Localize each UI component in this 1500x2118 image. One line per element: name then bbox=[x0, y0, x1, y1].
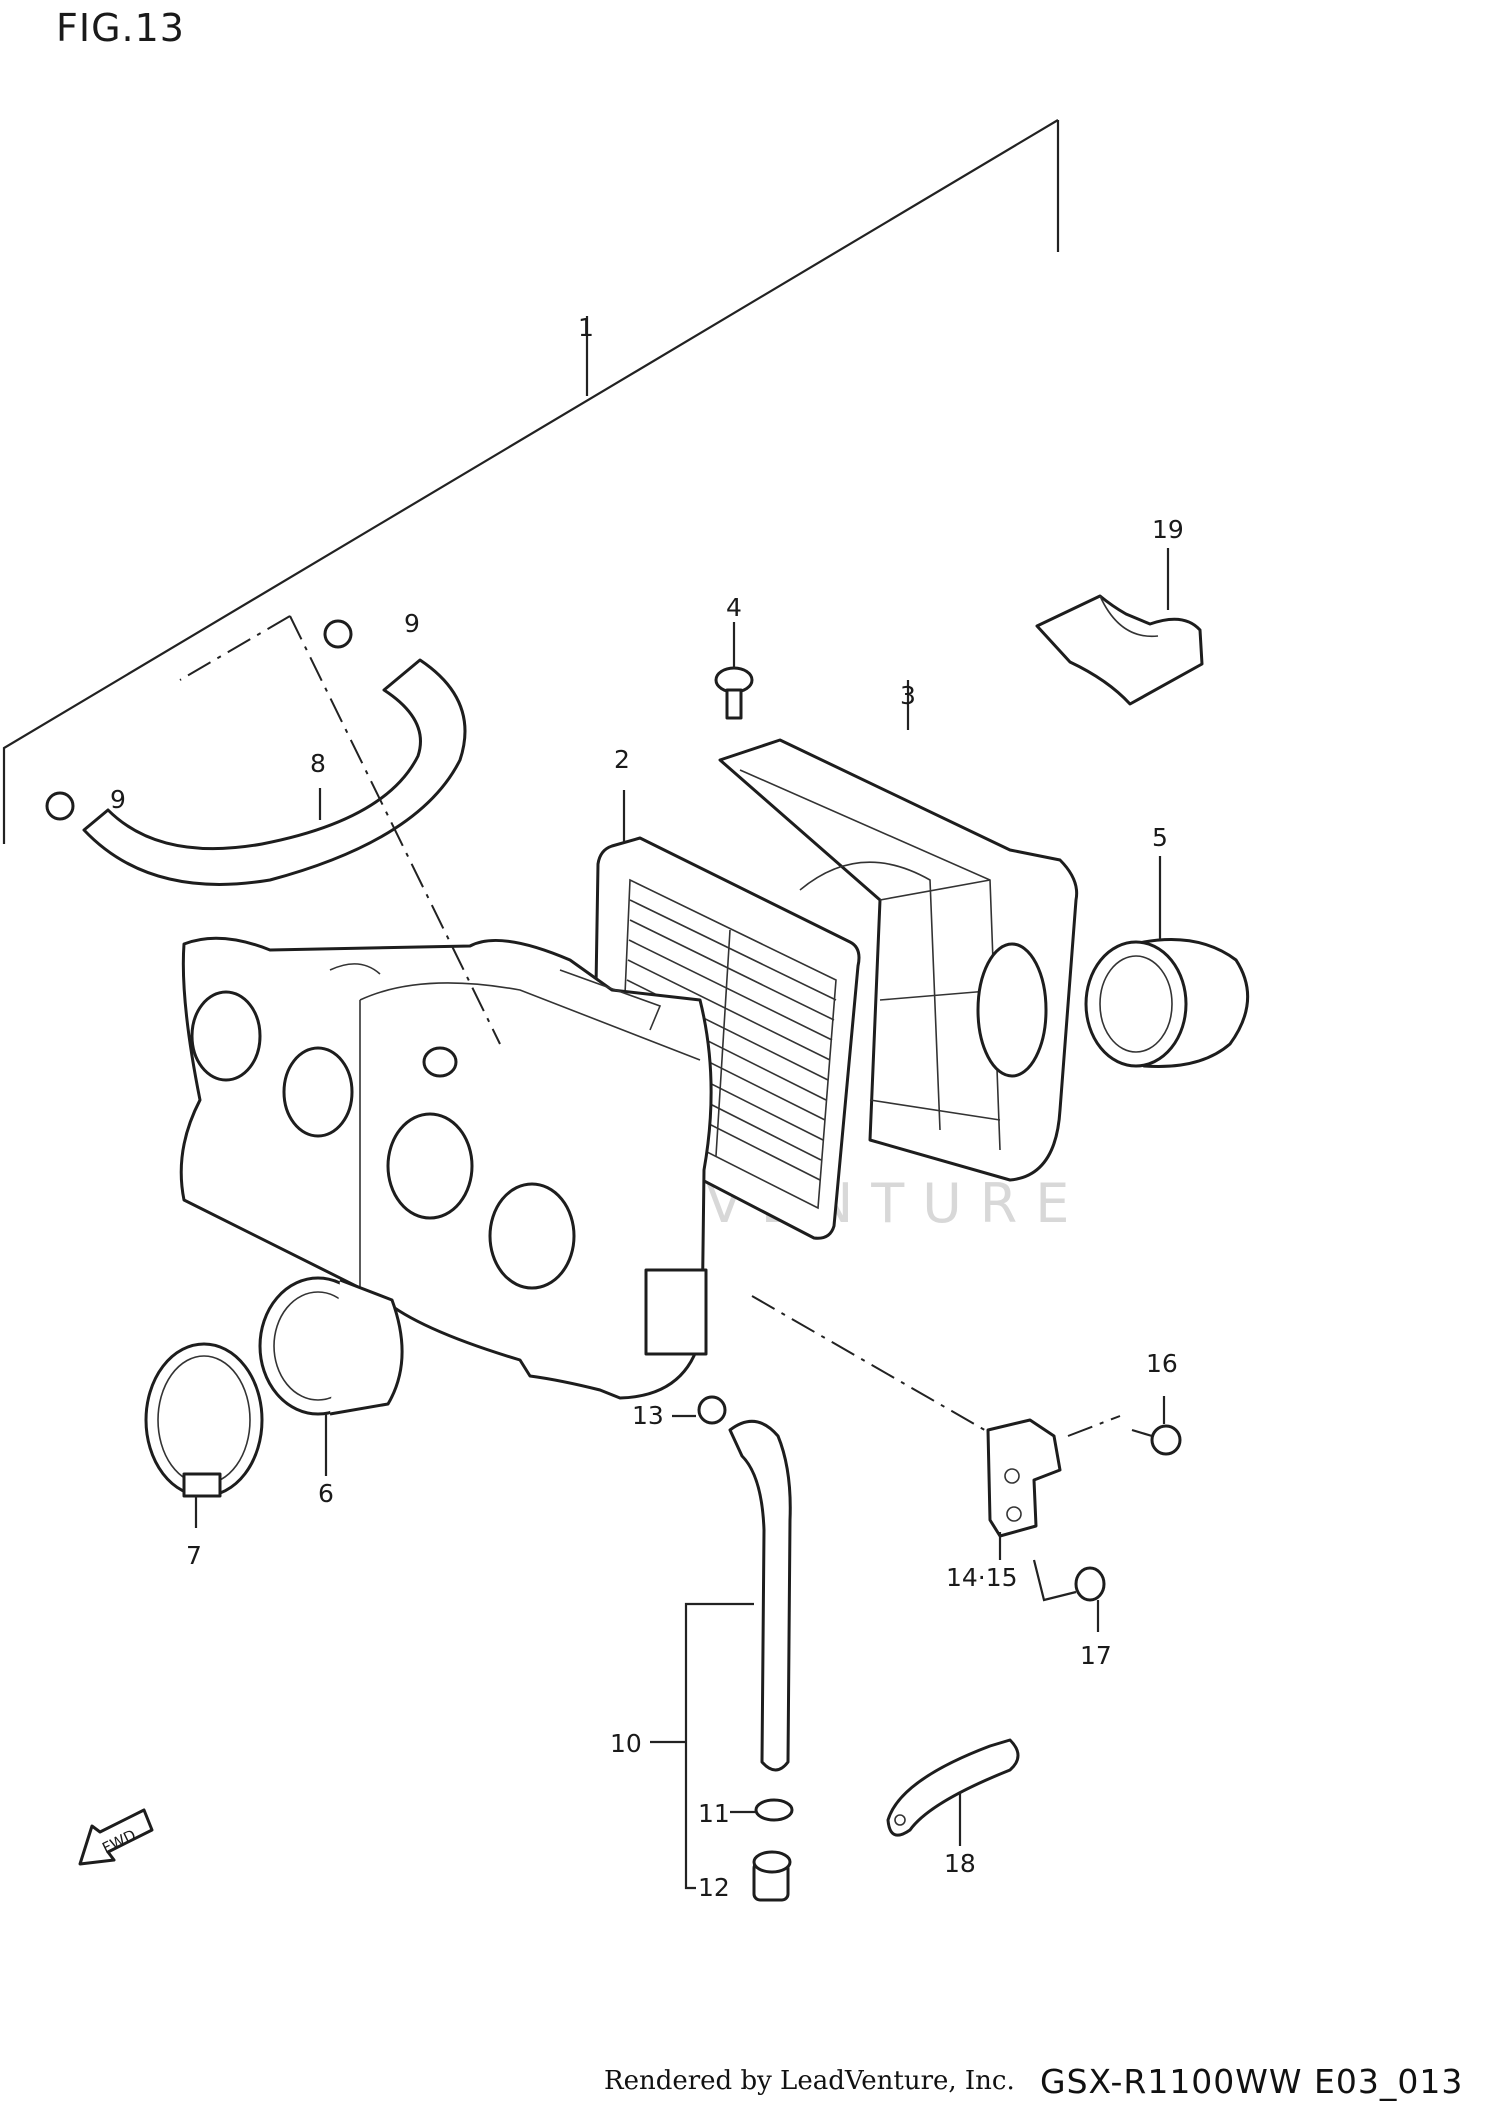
callout-1: 1 bbox=[578, 313, 594, 342]
callout-17: 17 bbox=[1080, 1641, 1112, 1670]
part-7-clamp-band[interactable] bbox=[144, 1342, 264, 1528]
assembly-bracket-1 bbox=[2, 119, 1060, 844]
callout-9-lower: 9 bbox=[110, 785, 126, 814]
part-18-strap[interactable] bbox=[886, 1738, 1020, 1846]
callout-9-upper: 9 bbox=[404, 609, 420, 638]
callout-13: 13 bbox=[632, 1401, 664, 1430]
air-cleaner-case[interactable] bbox=[179, 936, 713, 1400]
callout-19: 19 bbox=[1152, 515, 1184, 544]
callout-18: 18 bbox=[944, 1849, 976, 1878]
callout-14-15: 14·15 bbox=[946, 1563, 1018, 1592]
part-16-bolt[interactable] bbox=[1131, 1396, 1182, 1456]
callout-16: 16 bbox=[1146, 1349, 1178, 1378]
part-14-15-bracket[interactable] bbox=[986, 1418, 1062, 1560]
callout-8: 8 bbox=[310, 749, 326, 778]
part-10-drain-hose[interactable] bbox=[650, 1419, 792, 1890]
part-8-breather-hose[interactable] bbox=[82, 658, 467, 886]
part-6-joint[interactable] bbox=[258, 1276, 404, 1476]
part-3-cover-frame[interactable] bbox=[718, 680, 1079, 1182]
callout-labels: 1 2 3 4 5 6 7 8 9 9 10 11 12 13 14·15 16… bbox=[110, 313, 1184, 1902]
diagram-code: GSX-R1100WW E03_013 bbox=[1040, 2062, 1464, 2101]
callout-12: 12 bbox=[698, 1873, 730, 1902]
part-9-clamp-lower[interactable] bbox=[45, 791, 75, 821]
callout-11: 11 bbox=[698, 1799, 730, 1828]
callout-7: 7 bbox=[186, 1541, 202, 1570]
callout-6: 6 bbox=[318, 1479, 334, 1508]
part-19-plate[interactable] bbox=[1035, 548, 1204, 706]
fwd-arrow-icon: FWD bbox=[78, 1808, 154, 1866]
callout-5: 5 bbox=[1152, 823, 1168, 852]
part-11-clip[interactable] bbox=[730, 1798, 794, 1822]
part-5-intake-duct[interactable] bbox=[1084, 856, 1250, 1068]
callout-4: 4 bbox=[726, 593, 742, 622]
callout-10: 10 bbox=[610, 1729, 642, 1758]
callout-3: 3 bbox=[900, 681, 916, 710]
part-12-plug[interactable] bbox=[752, 1850, 792, 1902]
part-13-clamp[interactable] bbox=[672, 1395, 727, 1425]
callout-2: 2 bbox=[614, 745, 630, 774]
part-9-clamp-upper[interactable] bbox=[323, 619, 353, 649]
figure-title: FIG.13 bbox=[56, 6, 185, 50]
part-17-bolt[interactable] bbox=[1032, 1559, 1106, 1632]
render-credit: Rendered by LeadVenture, Inc. bbox=[604, 2066, 1015, 2096]
part-4-screw[interactable] bbox=[714, 622, 754, 720]
